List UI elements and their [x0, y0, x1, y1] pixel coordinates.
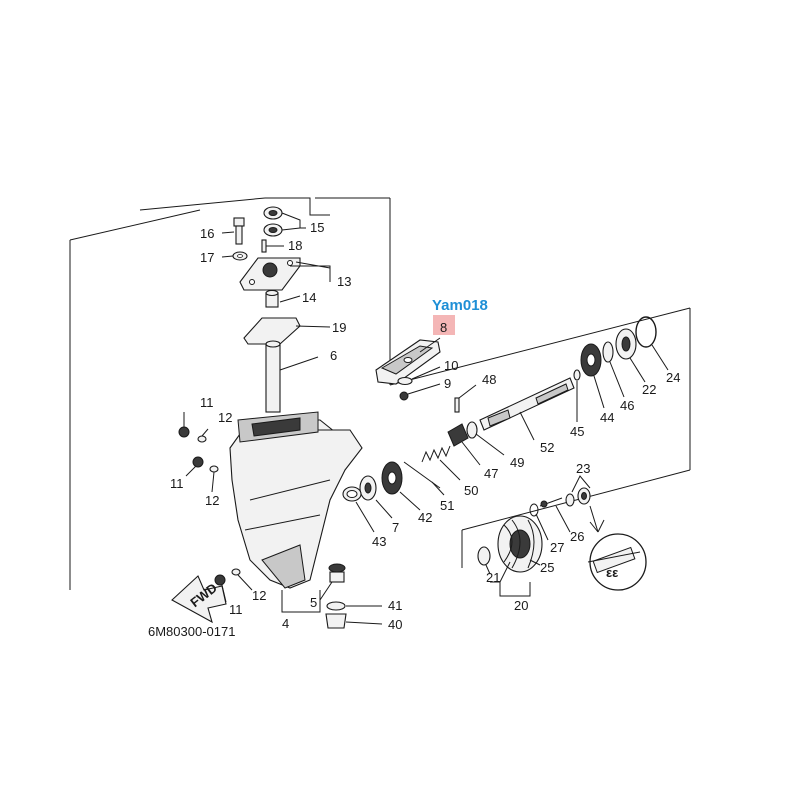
callout-c12c: 12 — [252, 588, 266, 603]
drawing-code-label: 6M80300-0171 — [148, 624, 235, 639]
callout-c27: 27 — [550, 540, 564, 555]
ring-49-part[interactable] — [466, 421, 505, 456]
callout-c10: 10 — [444, 358, 458, 373]
callout-c12a: 12 — [218, 410, 232, 425]
callout-c17: 17 — [200, 250, 214, 265]
top-assembly — [221, 206, 331, 345]
callout-c9: 9 — [444, 376, 451, 391]
sub-assembly-box — [461, 420, 691, 597]
gear-42-part[interactable] — [381, 461, 421, 511]
callout-c52: 52 — [540, 440, 554, 455]
callout-c50: 50 — [464, 483, 478, 498]
plate-13-part[interactable] — [239, 257, 301, 291]
callout-c46: 46 — [620, 398, 634, 413]
callout-c45: 45 — [570, 424, 584, 439]
callout-c6: 6 — [330, 348, 337, 363]
bearing-housing-25-part[interactable] — [497, 515, 543, 573]
gasket-19-part[interactable] — [243, 317, 301, 345]
callout-c13: 13 — [337, 274, 351, 289]
shim-7-part[interactable] — [359, 475, 393, 519]
callout-c5: 5 — [310, 595, 317, 610]
callout-c48: 48 — [482, 372, 496, 387]
rod-51-part[interactable] — [403, 461, 445, 496]
callout-c18: 18 — [288, 238, 302, 253]
screw-11-part[interactable] — [178, 412, 209, 443]
callout-c40: 40 — [388, 617, 402, 632]
pin-18-part[interactable] — [261, 239, 267, 253]
o-ring-27-part[interactable] — [529, 503, 549, 541]
drive-shaft-6-part[interactable] — [265, 340, 319, 413]
callout-c51: 51 — [440, 498, 454, 513]
pin-48-part[interactable] — [454, 384, 477, 413]
callout-c44: 44 — [600, 410, 614, 425]
plug-5-part[interactable] — [319, 563, 346, 601]
highlight-8 — [433, 315, 455, 335]
callout-c47: 47 — [484, 466, 498, 481]
callout-c22: 22 — [642, 382, 656, 397]
screw-11b-part[interactable] — [185, 456, 219, 493]
callout-c24: 24 — [666, 370, 680, 385]
bolt-9-part[interactable] — [399, 383, 441, 401]
o-ring-24-part[interactable] — [635, 316, 669, 371]
callout-c7: 7 — [392, 520, 399, 535]
bearing-43-part[interactable] — [342, 486, 375, 533]
callout-c42: 42 — [418, 510, 432, 525]
washer-10-part[interactable] — [397, 366, 441, 386]
lower-casing-4-part[interactable] — [229, 411, 363, 613]
gasket-41-part[interactable] — [326, 601, 382, 611]
callout-c4: 4 — [282, 616, 289, 631]
bushing-14-part[interactable] — [265, 289, 279, 308]
grease-detail-icon — [587, 505, 647, 591]
propeller-shaft-52-part[interactable] — [479, 377, 575, 441]
propeller-shaft-assembly — [342, 316, 669, 533]
callout-c11a: 11 — [200, 395, 214, 410]
fwd-arrow-icon — [171, 575, 227, 624]
anode-8-assembly — [375, 315, 455, 401]
callout-c14: 14 — [302, 290, 316, 305]
spring-50-part[interactable] — [421, 445, 461, 481]
callout-c41: 41 — [388, 598, 402, 613]
part-tag-label: Yam018 — [432, 297, 488, 314]
gear-44-part[interactable] — [580, 343, 605, 409]
callout-c21: 21 — [486, 570, 500, 585]
bushing-21-part[interactable] — [477, 546, 491, 575]
callout-c26: 26 — [570, 529, 584, 544]
callout-c20: 20 — [514, 598, 528, 613]
bolt-16-part[interactable] — [233, 217, 245, 245]
callout-c25: 25 — [540, 560, 554, 575]
spacer-46-part[interactable] — [602, 341, 625, 398]
clutch-47-part[interactable] — [447, 423, 481, 466]
callout-c11c: 11 — [229, 602, 243, 617]
anode-8-part[interactable] — [375, 339, 441, 385]
washer-17-part[interactable] — [232, 251, 248, 261]
bearing-22-part[interactable] — [615, 328, 646, 383]
bolt-26-part[interactable] — [539, 497, 571, 533]
bearing-15-part[interactable] — [263, 206, 283, 237]
grease-label: εε — [606, 565, 618, 580]
callout-c19: 19 — [332, 320, 346, 335]
washer-45-part[interactable] — [573, 369, 581, 422]
callout-c12b: 12 — [205, 493, 219, 508]
callout-c11b: 11 — [170, 476, 184, 491]
callout-c43: 43 — [372, 534, 386, 549]
callout-c16: 16 — [200, 226, 214, 241]
callout-c23: 23 — [576, 461, 590, 476]
callout-c8: 8 — [440, 320, 447, 335]
callout-c15: 15 — [310, 220, 324, 235]
callout-c49: 49 — [510, 455, 524, 470]
drain-plug-assembly — [319, 563, 383, 629]
plug-40-part[interactable] — [325, 613, 383, 629]
washer-23-part[interactable] — [565, 475, 591, 507]
